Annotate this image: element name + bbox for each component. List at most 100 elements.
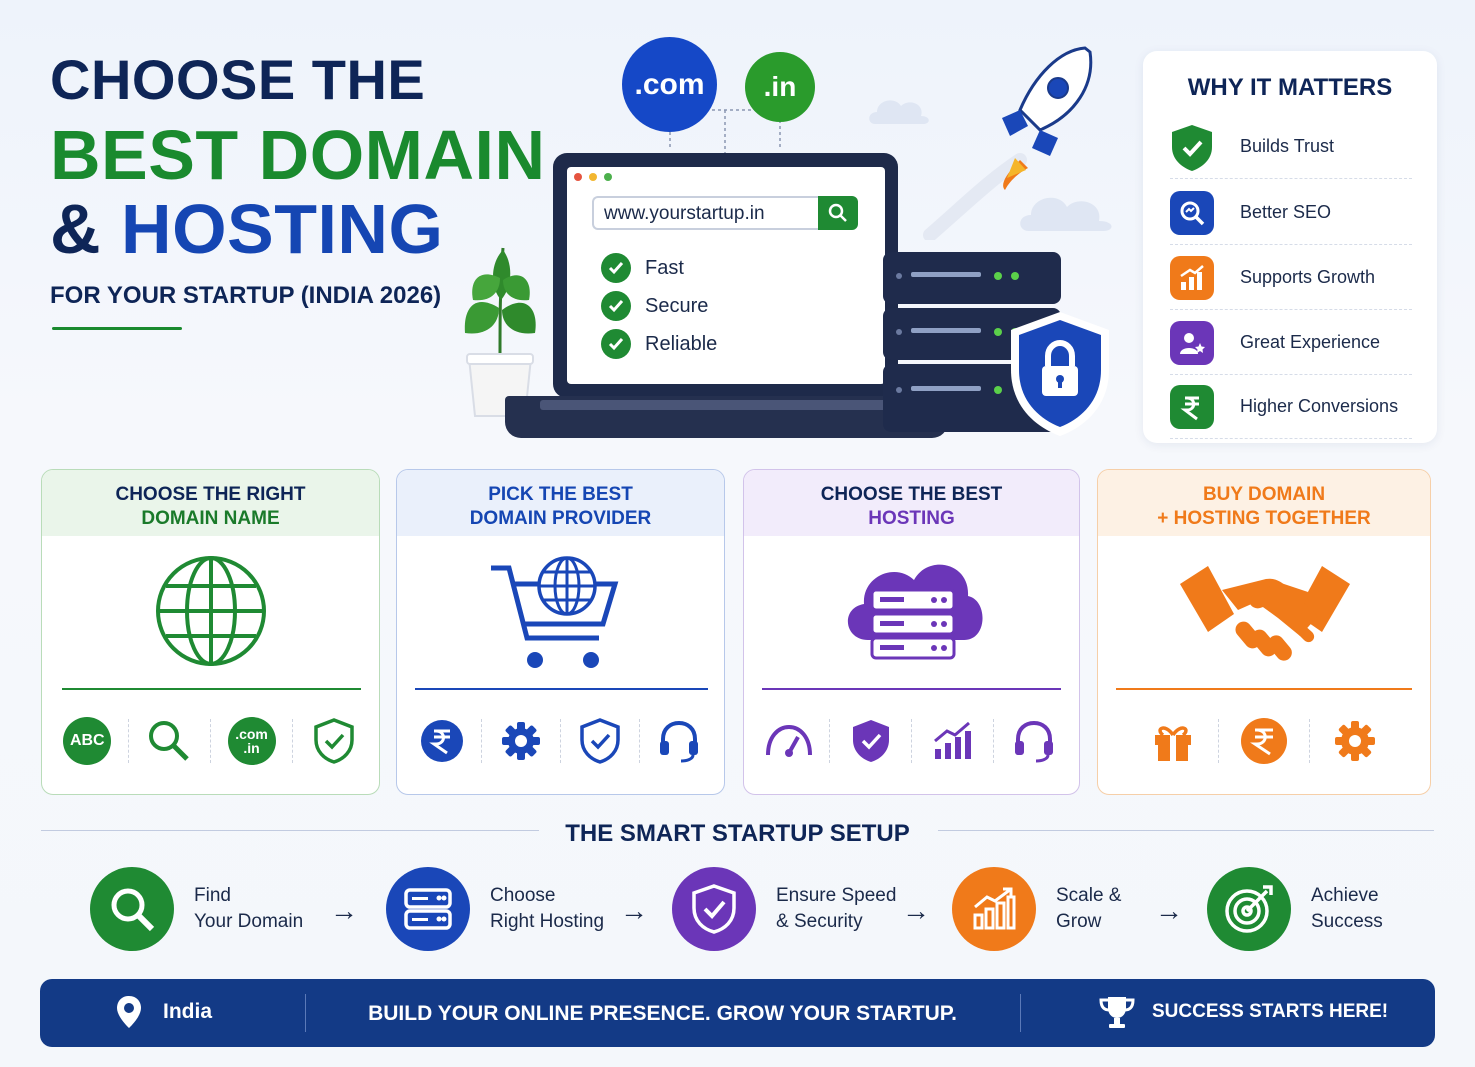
arrow-right-icon: →	[330, 895, 358, 926]
why-item-experience: Great Experience	[1170, 311, 1412, 375]
footer-location: India	[115, 994, 212, 1030]
card-heading-line2: DOMAIN NAME	[141, 508, 280, 529]
why-item-seo: Better SEO	[1170, 181, 1412, 245]
headset-icon	[653, 715, 705, 767]
icon-separator	[480, 719, 482, 763]
feature-label: Fast	[645, 256, 684, 279]
title-line-1: CHOOSE THE	[50, 48, 426, 111]
setup-rule-right	[938, 830, 1434, 831]
icon-separator	[639, 719, 641, 763]
icon-separator	[829, 719, 831, 763]
card-heading: CHOOSE THE BEST HOSTING	[744, 470, 1079, 536]
card-hosting: CHOOSE THE BEST HOSTING	[743, 469, 1080, 795]
handshake-icon	[1180, 566, 1350, 661]
title-ampersand: &	[50, 190, 102, 268]
footer-divider	[1020, 994, 1021, 1032]
card-heading-line1: CHOOSE THE BEST	[820, 484, 1003, 505]
seo-magnifier-icon	[1170, 190, 1214, 235]
why-item-trust: Builds Trust	[1170, 115, 1412, 179]
card-heading: BUY DOMAIN + HOSTING TOGETHER	[1098, 470, 1430, 536]
card-divider	[415, 688, 708, 690]
feature-reliable: Reliable	[601, 329, 717, 359]
target-icon	[1207, 867, 1291, 951]
cart-globe-icon	[491, 556, 619, 668]
gift-icon	[1147, 715, 1199, 767]
domain-bubble-com: .com	[622, 37, 717, 132]
icon-separator	[1308, 719, 1310, 763]
why-item-growth: Supports Growth	[1170, 246, 1412, 310]
title-line-2: BEST DOMAIN	[50, 116, 546, 194]
arrow-right-icon: →	[902, 895, 930, 926]
icon-separator	[1218, 719, 1220, 763]
why-label: Higher Conversions	[1240, 396, 1399, 416]
shield-check-icon	[845, 715, 897, 767]
laptop-keyboard	[540, 400, 915, 410]
feature-secure: Secure	[601, 291, 708, 321]
rupee-icon	[1238, 715, 1290, 767]
step-speed-security: Ensure Speed& Security	[672, 867, 926, 951]
check-icon	[601, 253, 631, 283]
rupee-icon	[1170, 384, 1214, 429]
why-item-conversions: Higher Conversions	[1170, 375, 1412, 439]
headset-icon	[1008, 715, 1060, 767]
shield-check-icon	[672, 867, 756, 951]
card-heading: PICK THE BEST DOMAIN PROVIDER	[397, 470, 724, 536]
browser-dot-yellow	[589, 173, 597, 181]
cloud-icon	[1020, 197, 1112, 231]
card-heading-line2: + HOSTING TOGETHER	[1157, 508, 1371, 529]
rocket-icon	[923, 46, 1093, 240]
trophy-icon	[1099, 997, 1135, 1028]
card-icon-row	[744, 710, 1079, 772]
card-icon-row	[1098, 710, 1430, 772]
why-label: Builds Trust	[1240, 136, 1335, 156]
title-underline	[52, 327, 182, 330]
card-divider	[762, 688, 1061, 690]
check-icon	[601, 329, 631, 359]
gear-icon	[1329, 715, 1381, 767]
step-label: Ensure Speed& Security	[776, 885, 897, 932]
card-heading-line1: CHOOSE THE RIGHT	[115, 484, 306, 505]
footer-tagline: BUILD YOUR ONLINE PRESENCE. GROW YOUR ST…	[368, 1002, 957, 1025]
domain-bubble-in: .in	[745, 52, 815, 122]
footer-cta-label: SUCCESS STARTS HERE!	[1152, 1001, 1389, 1022]
growth-chart-icon	[952, 867, 1036, 951]
card-heading: CHOOSE THE RIGHT DOMAIN NAME	[42, 470, 379, 536]
user-star-icon	[1170, 320, 1214, 365]
arrow-right-icon: →	[1155, 895, 1183, 926]
icon-separator	[992, 719, 994, 763]
check-icon	[601, 291, 631, 321]
rupee-icon	[416, 715, 468, 767]
footer-divider	[305, 994, 306, 1032]
arrow-right-icon: →	[620, 895, 648, 926]
title-hosting: HOSTING	[121, 190, 444, 268]
cloud-icon	[869, 100, 929, 124]
browser-dot-red	[574, 173, 582, 181]
plant-icon	[464, 247, 536, 417]
url-input[interactable]: www.yourstartup.in	[592, 196, 818, 230]
footer-location-label: India	[163, 1000, 213, 1023]
search-icon	[828, 203, 847, 222]
browser-dot-green	[604, 173, 612, 181]
feature-fast: Fast	[601, 253, 684, 283]
icon-separator	[910, 719, 912, 763]
server-icon	[386, 867, 470, 951]
shield-check-icon	[308, 715, 360, 767]
url-search-button[interactable]	[818, 196, 858, 230]
why-title: WHY IT MATTERS	[1187, 74, 1393, 101]
feature-label: Reliable	[645, 332, 718, 355]
card-icon-row: ABC .com.in	[42, 710, 379, 772]
step-label: Scale &Grow	[1056, 885, 1122, 932]
shield-check-icon	[1170, 124, 1214, 171]
card-divider	[62, 688, 361, 690]
footer-bar	[40, 979, 1435, 1047]
icon-separator	[292, 719, 294, 763]
setup-rule-left	[41, 830, 539, 831]
why-label: Great Experience	[1240, 332, 1381, 352]
title-line-3: & HOSTING	[50, 194, 443, 264]
growth-chart-icon	[1170, 255, 1214, 300]
location-pin-icon	[117, 996, 141, 1028]
com-in-badge-icon: .com.in	[226, 715, 278, 767]
